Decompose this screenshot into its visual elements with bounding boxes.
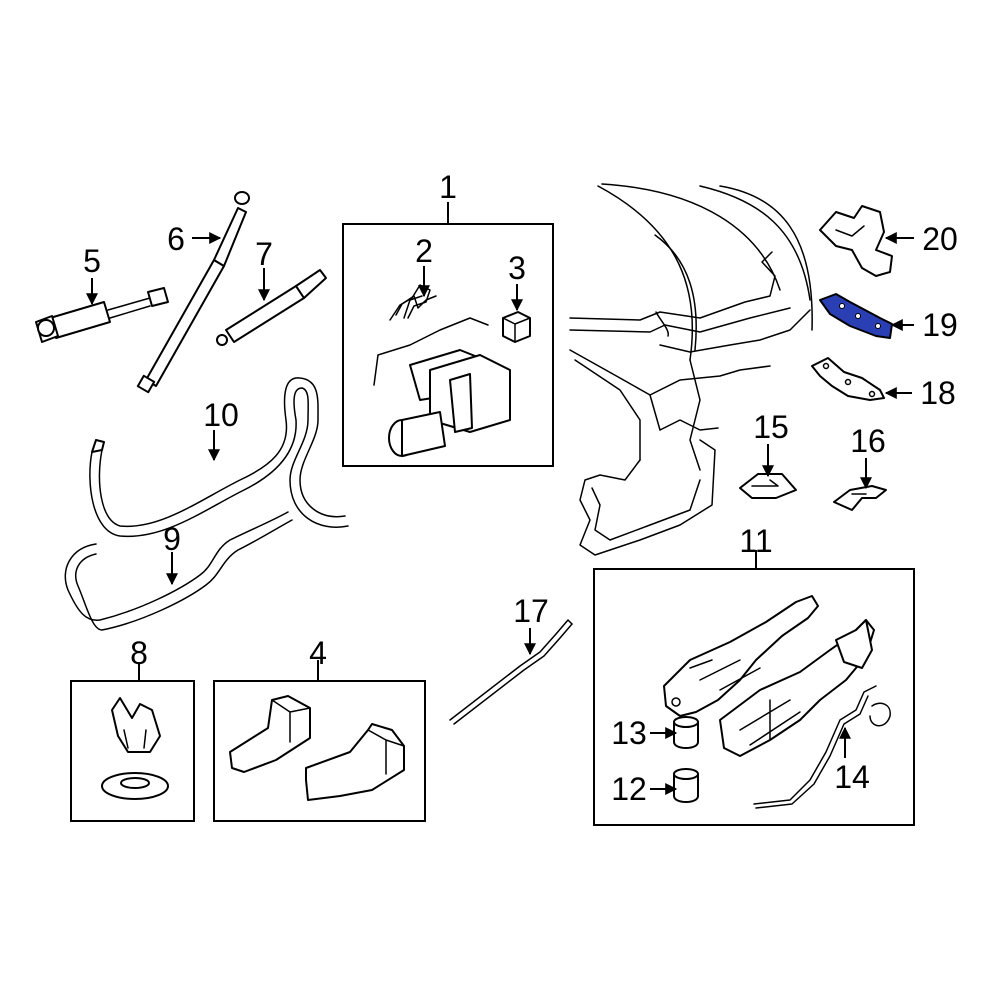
part-6-lift-support[interactable] xyxy=(136,191,250,394)
part-12-bushing[interactable] xyxy=(673,768,699,803)
callout-box-8 xyxy=(70,680,195,822)
callout-1: 1 xyxy=(439,169,457,205)
callout-17: 17 xyxy=(513,593,549,629)
part-17-cable-rod[interactable] xyxy=(449,619,573,725)
callout-leaders xyxy=(86,202,914,795)
callout-7: 7 xyxy=(255,236,273,272)
callout-15: 15 xyxy=(753,409,789,445)
part-5-actuator[interactable] xyxy=(35,287,169,343)
callout-9: 9 xyxy=(163,521,181,557)
part-16-clip[interactable] xyxy=(833,485,887,511)
callout-8: 8 xyxy=(130,635,148,671)
body-structure-outline xyxy=(569,183,813,556)
callout-4: 4 xyxy=(309,635,327,671)
callout-20: 20 xyxy=(922,221,958,257)
callout-19: 19 xyxy=(922,307,958,343)
callout-16: 16 xyxy=(850,423,886,459)
part-10-hydraulic-hose[interactable] xyxy=(89,377,349,538)
part-14-cable[interactable] xyxy=(753,685,891,809)
callout-14: 14 xyxy=(834,759,870,795)
part-11-latch-assembly[interactable] xyxy=(663,595,875,757)
callout-labels: 1 2 3 4 5 6 7 8 9 10 11 12 13 14 15 16 1… xyxy=(83,169,958,807)
part-4-bracket-set[interactable] xyxy=(229,695,405,801)
callout-13: 13 xyxy=(611,715,647,751)
callout-box-4 xyxy=(213,680,426,822)
callout-6: 6 xyxy=(167,221,185,257)
part-1-hydraulic-pump[interactable] xyxy=(373,284,511,457)
part-18-bracket[interactable] xyxy=(811,357,885,401)
part-3-relay-cube[interactable] xyxy=(502,311,531,343)
part-9-hydraulic-hose[interactable] xyxy=(64,511,293,631)
part-8-clip[interactable] xyxy=(101,697,169,800)
part-2-wiring-harness[interactable] xyxy=(395,295,437,316)
callout-12: 12 xyxy=(611,771,647,807)
callout-5: 5 xyxy=(83,243,101,279)
part-15-clip[interactable] xyxy=(739,473,797,499)
part-19-mounting-bracket[interactable] xyxy=(819,293,893,339)
part-7-gas-strut[interactable] xyxy=(216,269,327,346)
callout-3: 3 xyxy=(508,250,526,286)
part-20-hinge-cover[interactable] xyxy=(819,205,893,277)
part-13-bushing[interactable] xyxy=(673,716,699,749)
callout-2: 2 xyxy=(415,233,433,269)
callout-box-11 xyxy=(593,568,915,826)
callout-11: 11 xyxy=(739,523,772,559)
callout-10: 10 xyxy=(203,397,239,433)
callout-18: 18 xyxy=(920,375,956,411)
